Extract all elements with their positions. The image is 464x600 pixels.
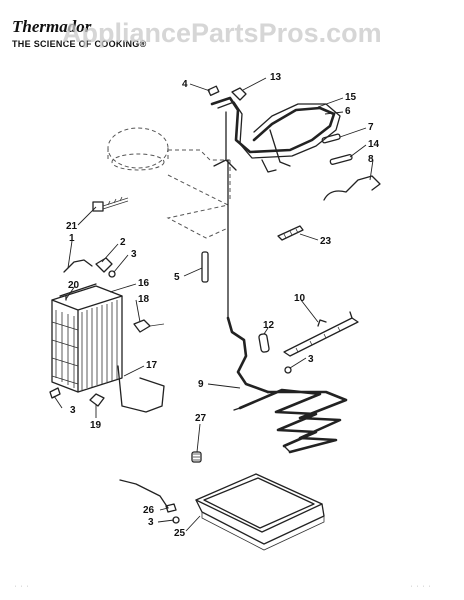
callout-leaders (53, 77, 374, 532)
part-23-screw (277, 225, 304, 241)
part-14-tube (329, 154, 353, 165)
part-5-rod (201, 251, 209, 283)
part-3-screw-rail (284, 366, 292, 374)
callout-16: 16 (138, 278, 150, 289)
part-10-bracket-rail (283, 311, 359, 357)
watermark-text: AppliancePartsPros.com (62, 18, 382, 48)
callout-1: 1 (69, 233, 75, 244)
brand-logo-text: Thermador (12, 17, 92, 36)
callout-9: 9 (198, 379, 204, 390)
callout-15: 15 (345, 92, 357, 103)
condenser-coil (51, 283, 123, 393)
callout-19: 19 (90, 420, 102, 431)
callout-12: 12 (263, 320, 275, 331)
part-25-ice-tray (195, 473, 325, 551)
scan-mark-left: · · · (14, 584, 29, 590)
part-19-clamp (89, 393, 105, 407)
part-13-valve (231, 87, 247, 101)
evaporator-tube-assembly (210, 96, 341, 173)
callout-27: 27 (195, 413, 207, 424)
scan-mark-right: · · · · (410, 584, 431, 590)
part-3-screw-left (49, 387, 61, 399)
callout-7: 7 (368, 122, 374, 133)
callout-numbers: 4 13 15 6 7 14 8 21 1 2 3 23 5 20 16 18 … (66, 72, 380, 539)
part-18-lead (149, 323, 165, 327)
part-2-bracket (95, 257, 113, 273)
part-3-screw-top (108, 270, 116, 278)
part-26-clip (165, 503, 177, 513)
callout-23: 23 (320, 236, 332, 247)
callout-8: 8 (368, 154, 374, 165)
callout-17: 17 (146, 360, 158, 371)
callout-4: 4 (182, 79, 188, 90)
refrigerant-tubing (166, 149, 231, 239)
part-8-wire-harness (323, 175, 381, 201)
callout-10: 10 (294, 293, 306, 304)
callout-2: 2 (120, 237, 126, 248)
part-7-fuse (321, 133, 341, 144)
callout-6: 6 (345, 106, 351, 117)
callout-25: 25 (174, 528, 186, 539)
part-1-tube (63, 259, 93, 273)
callout-26: 26 (143, 505, 155, 516)
part-27-spring (191, 451, 202, 463)
callout-3-left: 3 (70, 405, 76, 416)
callout-13: 13 (270, 72, 282, 83)
part-26-wire (119, 479, 169, 509)
callout-21: 21 (66, 221, 78, 232)
part-21-bolt (92, 196, 129, 212)
brand-tagline: THE SCIENCE OF COOKING® (12, 39, 147, 49)
part-17-wire (117, 365, 165, 413)
callout-20: 20 (68, 280, 80, 291)
callout-14: 14 (368, 139, 380, 150)
callout-3-bottom: 3 (148, 517, 154, 528)
callout-3-top: 3 (131, 249, 137, 260)
callout-5: 5 (174, 272, 180, 283)
part-12-capsule (258, 333, 270, 353)
callout-18: 18 (138, 294, 150, 305)
part-18-clip (133, 319, 151, 333)
part-4-fitting (207, 85, 220, 97)
compressor-outline (107, 127, 169, 171)
part-9-heater (226, 316, 348, 454)
brand-logo: Thermador THE SCIENCE OF COOKING® (12, 17, 147, 49)
callout-3-rail: 3 (308, 354, 314, 365)
